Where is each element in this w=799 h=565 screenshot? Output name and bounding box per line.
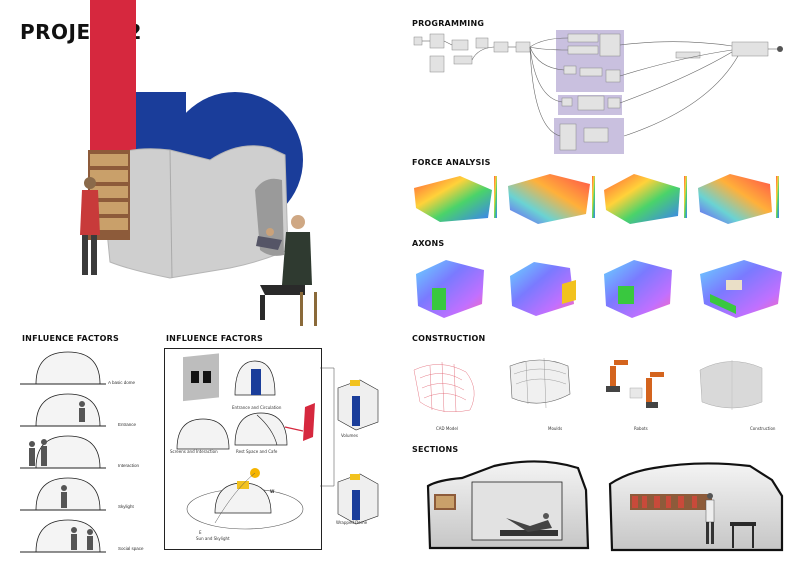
sections-images [410, 456, 792, 558]
influence-mid-screens: Screens and Interaction [170, 449, 218, 454]
axons-heading: AXONS [412, 239, 445, 248]
influence-mid-south: E [199, 530, 202, 535]
influence-left-label-1: A basic dome [108, 380, 136, 385]
construction-label-robots: Robots [634, 426, 648, 431]
influence-mid-frame [164, 348, 322, 550]
influence-left-label-4: Skylight [118, 504, 134, 509]
influence-left-diagram [20, 346, 150, 556]
wrapped-dome-label: Wrapped Dome [336, 520, 368, 525]
construction-images [410, 350, 792, 426]
construction-heading: CONSTRUCTION [412, 334, 486, 343]
influence-mid-entrance: Entrance and Circulation [232, 405, 282, 410]
force-analysis-heading: FORCE ANALYSIS [412, 158, 491, 167]
influence-left-label-3: Interaction [118, 463, 140, 468]
construction-label-cad: CAD Model [436, 426, 458, 431]
sections-heading: SECTIONS [412, 445, 459, 454]
volumes-label: Volumes [341, 433, 358, 438]
programming-heading: PROGRAMMING [412, 19, 485, 28]
influence-mid-sun: Sun and Skylight [196, 536, 230, 541]
hero-collage [60, 0, 320, 330]
construction-label-moulds: Moulds [548, 426, 563, 431]
construction-label-construction: Construction [750, 426, 776, 431]
force-analysis-images [410, 170, 792, 228]
influence-left-label-2: Entrance [118, 422, 137, 427]
axons-images [410, 254, 792, 324]
programming-diagram [408, 28, 788, 156]
influence-mid-rest: Rest Space and Cafe [236, 449, 278, 454]
influence-mid-heading: INFLUENCE FACTORS [166, 334, 263, 343]
influence-left-heading: INFLUENCE FACTORS [22, 334, 119, 343]
dome-evolution [320, 366, 380, 526]
influence-mid-compass: W [270, 489, 275, 494]
influence-left-label-5: Social space [118, 546, 144, 551]
